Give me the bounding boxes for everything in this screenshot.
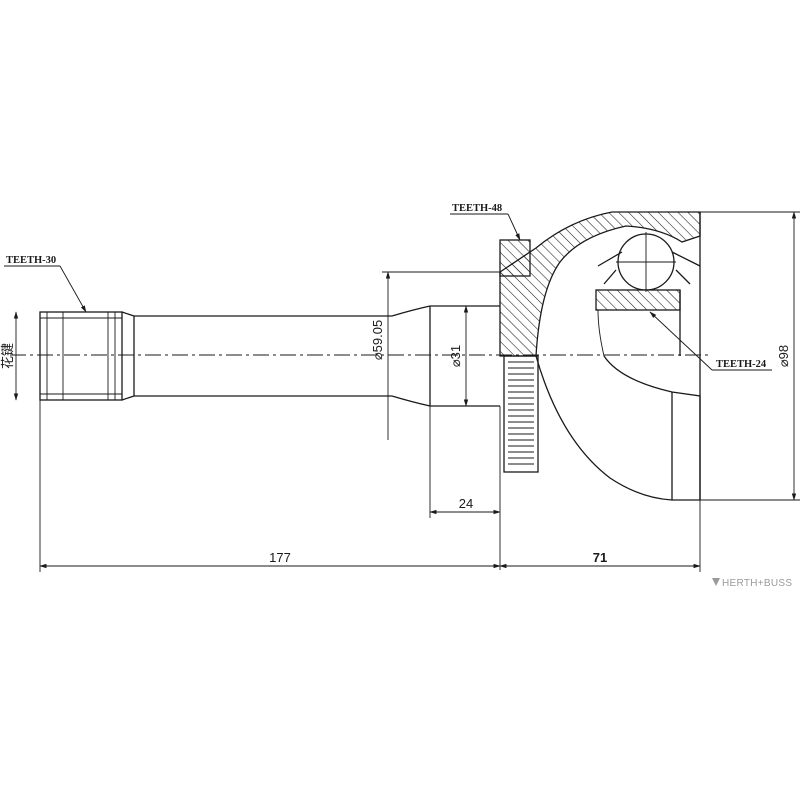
dimension-total-lengths — [39, 400, 701, 572]
spline-end-label: 花键 — [0, 343, 15, 369]
dimension-neck-length — [429, 406, 501, 570]
dim-neck-length-label: 24 — [459, 496, 473, 511]
dimension-outer-diameter — [700, 211, 800, 501]
dimension-flange-diameter — [382, 271, 500, 440]
teeth-48-label: TEETH-48 — [452, 203, 502, 214]
dim-shaft-diameter-label: ⌀31 — [448, 345, 463, 367]
leader-teeth-48 — [450, 213, 521, 241]
bell-housing-section — [499, 211, 701, 357]
teeth-30-label: TEETH-30 — [6, 255, 56, 266]
shaft — [133, 305, 500, 407]
herth-buss-logo: HERTH+BUSS — [712, 578, 792, 589]
dim-flange-diameter-label: ⌀59.05 — [370, 320, 385, 360]
dim-shaft-length-label: 177 — [269, 550, 291, 565]
ball-and-cage — [597, 232, 701, 292]
watermark-text: HERTH+BUSS — [722, 578, 792, 589]
leader-teeth-30 — [4, 265, 87, 313]
shaft-spline-end — [39, 311, 135, 401]
leader-teeth-24 — [649, 311, 772, 371]
teeth-24-label: TEETH-24 — [716, 359, 767, 370]
dim-outer-diameter-label: ⌀98 — [776, 345, 791, 367]
dim-bell-length-label: 71 — [593, 550, 607, 565]
bell-outline — [535, 212, 701, 501]
abs-tone-ring — [503, 355, 539, 473]
